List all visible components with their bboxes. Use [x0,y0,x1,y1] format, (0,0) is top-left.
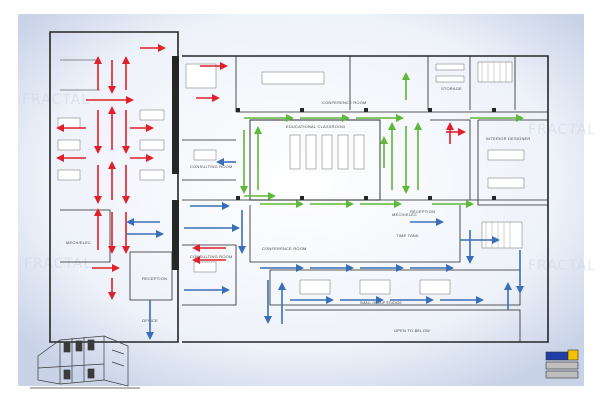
legend-swatch-gray-2 [545,370,579,379]
legend [545,349,579,379]
legend-swatch-yellow [567,349,579,361]
watermark-left: FRACTAL [22,92,90,108]
label-consulting-room-2: CONSULTING ROOM [190,254,232,259]
label-open-to-below: OPEN TO BELOW [394,328,430,333]
furniture [57,61,525,295]
building-perspective-sketch [30,335,140,389]
label-consulting-room-1: CONSULTING ROOM [190,164,232,169]
label-reception-mid: RECEPTION [410,209,435,214]
label-time-tank: TIME TANK [396,233,419,238]
label-educational-classroom: EDUCATIONAL CLASSROOM [286,124,345,129]
green-circulation-arrows [240,72,524,208]
label-reception-left: RECEPTION [142,276,167,281]
label-conference-room-mid: CONFERENCE ROOM [262,246,307,251]
label-interior-designer: INTERIOR DESIGNER [486,136,531,141]
label-small-group-studios: SMALL GROUP STUDIOS [360,301,402,305]
watermark-right: FRACTAL [528,122,596,138]
legend-swatch-blue [545,351,569,361]
legend-swatch-gray-1 [545,361,579,370]
label-storage: STORAGE [441,86,462,91]
label-mech-elec-mid: MECH/ELEC [392,212,417,217]
blue-circulation-arrows [126,158,524,340]
watermark-bottom-left: FRACTAL [24,256,92,272]
structural-columns [236,108,496,200]
label-conference-room-top: CONFERENCE ROOM [322,100,367,105]
stair-treads [481,62,511,248]
watermark-bottom-right: FRACTAL [528,258,596,274]
red-circulation-arrows [56,44,466,300]
label-mech-elec-left: MECH/ELEC [66,240,91,245]
